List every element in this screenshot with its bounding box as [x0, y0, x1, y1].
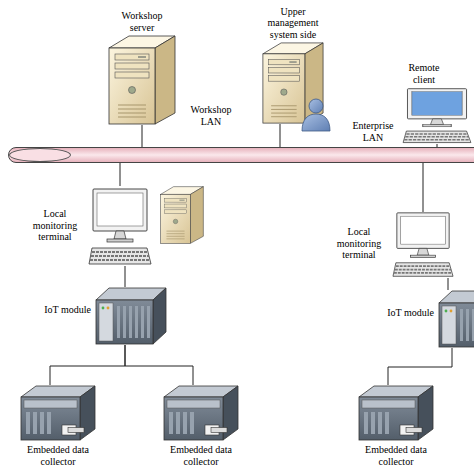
- lan-end-cap: [9, 148, 71, 162]
- collector-box: [359, 386, 433, 440]
- collector-node: Embedded data collector: [20, 385, 96, 441]
- server-tower: [109, 36, 175, 124]
- device-label: Embedded data collector: [354, 444, 438, 467]
- device-label: Enterprise LAN: [346, 120, 400, 143]
- server-node: Upper management system side: [262, 42, 324, 124]
- monitor-computer: [393, 213, 453, 276]
- device-label: Workshop server: [112, 10, 172, 33]
- user-icon: [302, 99, 330, 131]
- terminal-node: Local monitoring terminal: [88, 186, 204, 266]
- client-computer: [403, 89, 471, 143]
- monitor-computer: [89, 189, 151, 264]
- device-label: Upper management system side: [260, 6, 326, 41]
- label-anchor: Embedded data collector: [159, 444, 243, 467]
- network-link: [388, 348, 452, 385]
- terminal-node: Local monitoring terminal: [392, 212, 454, 278]
- server-node: Workshop server: [108, 35, 176, 125]
- label-anchor: Workshop server: [112, 10, 172, 33]
- label-anchor: Upper management system side: [260, 6, 326, 41]
- label-anchor: Remote client: [402, 62, 446, 85]
- collector-node: Embedded data collector: [163, 385, 239, 441]
- network-link: [120, 163, 121, 186]
- network-link: [423, 163, 424, 212]
- network-link: [125, 266, 126, 287]
- device-label: IoT module: [387, 307, 434, 319]
- iot-module-box: [439, 291, 474, 347]
- server-tower: [161, 187, 204, 244]
- client-node: Remote client: [402, 88, 472, 144]
- label-anchor: Embedded data collector: [354, 444, 438, 467]
- device-label: Embedded data collector: [16, 444, 100, 467]
- label-anchor: Local monitoring terminal: [26, 208, 84, 243]
- network-link: [280, 124, 281, 147]
- device-label: Remote client: [402, 62, 446, 85]
- network-link: [50, 345, 125, 385]
- collector-node: Embedded data collector: [358, 385, 434, 441]
- network-link: [142, 125, 143, 147]
- iot-node: IoT module: [95, 287, 167, 345]
- iot-node: IoT module: [438, 290, 474, 348]
- collector-box: [21, 386, 95, 440]
- collector-box: [164, 386, 238, 440]
- device-label: Local monitoring terminal: [26, 208, 84, 243]
- label-anchor: Local monitoring terminal: [330, 226, 388, 261]
- network-link: [125, 345, 193, 385]
- label-anchor: Embedded data collector: [16, 444, 100, 467]
- device-label: IoT module: [44, 304, 91, 316]
- label-anchor: Enterprise LAN: [346, 120, 400, 143]
- device-label: Local monitoring terminal: [330, 226, 388, 261]
- network-link: [448, 278, 449, 290]
- device-label: Workshop LAN: [187, 104, 235, 127]
- iot-module-box: [96, 288, 166, 344]
- lan-bus: Workshop LANEnterprise LAN: [8, 147, 474, 163]
- device-label: Embedded data collector: [159, 444, 243, 467]
- label-anchor: IoT module: [387, 307, 434, 319]
- label-anchor: Workshop LAN: [187, 104, 235, 127]
- label-anchor: IoT module: [44, 304, 91, 316]
